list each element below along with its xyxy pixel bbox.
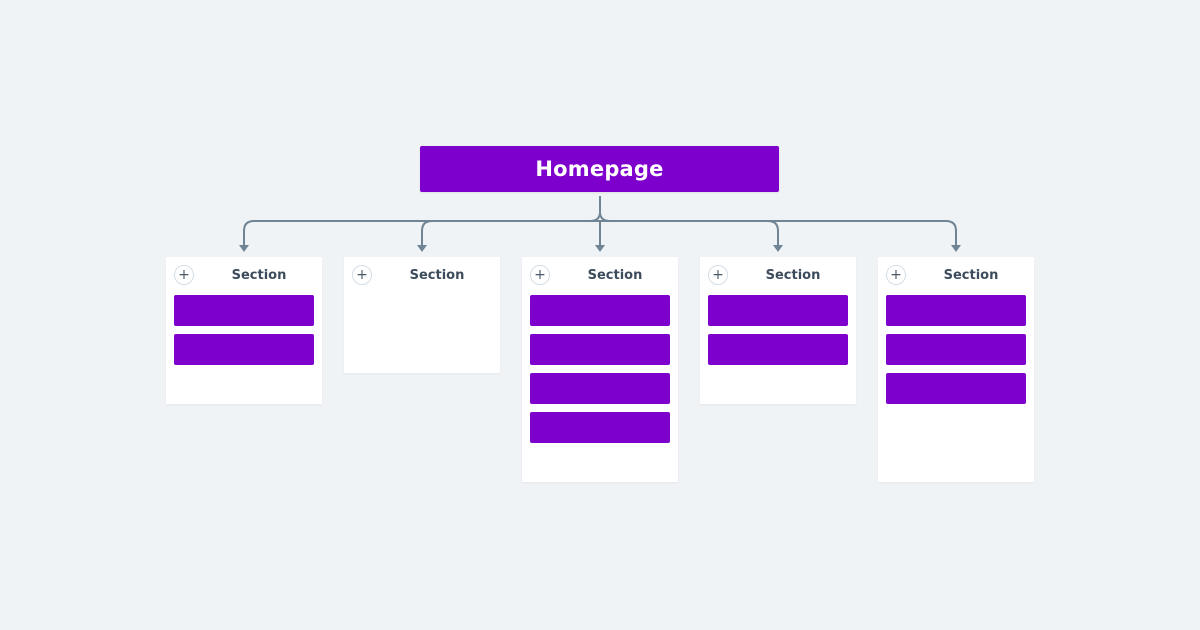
page-card[interactable] [174, 295, 314, 326]
empty-space [344, 295, 500, 373]
plus-icon: + [356, 267, 368, 283]
section-column: + Section [344, 257, 500, 373]
add-page-button[interactable]: + [708, 265, 728, 285]
arrowhead [595, 245, 605, 252]
arrowhead [773, 245, 783, 252]
plus-icon: + [712, 267, 724, 283]
page-card[interactable] [530, 295, 670, 326]
section-header: + Section [166, 257, 322, 295]
arrowhead [417, 245, 427, 252]
add-page-button[interactable]: + [352, 265, 372, 285]
section-column: + Section [522, 257, 678, 482]
arrowhead [239, 245, 249, 252]
section-header: + Section [522, 257, 678, 295]
arrowhead [951, 245, 961, 252]
page-card[interactable] [886, 373, 1026, 404]
page-card[interactable] [708, 334, 848, 365]
homepage-node[interactable]: Homepage [420, 146, 779, 192]
section-title[interactable]: Section [943, 268, 999, 283]
page-card[interactable] [708, 295, 848, 326]
add-page-button[interactable]: + [886, 265, 906, 285]
plus-icon: + [534, 267, 546, 283]
section-title[interactable]: Section [587, 268, 643, 283]
empty-space [166, 373, 322, 404]
section-header: + Section [700, 257, 856, 295]
plus-icon: + [890, 267, 902, 283]
section-title[interactable]: Section [231, 268, 287, 283]
section-column: + Section [878, 257, 1034, 482]
section-column: + Section [166, 257, 322, 404]
empty-space [522, 451, 678, 482]
page-card[interactable] [886, 295, 1026, 326]
empty-space [878, 412, 1034, 482]
page-card[interactable] [174, 334, 314, 365]
connector-path [243, 196, 957, 247]
add-page-button[interactable]: + [530, 265, 550, 285]
section-header: + Section [344, 257, 500, 295]
section-column: + Section [700, 257, 856, 404]
page-card[interactable] [530, 334, 670, 365]
page-card[interactable] [530, 373, 670, 404]
page-card[interactable] [530, 412, 670, 443]
page-card[interactable] [886, 334, 1026, 365]
empty-space [700, 373, 856, 404]
section-header: + Section [878, 257, 1034, 295]
plus-icon: + [178, 267, 190, 283]
section-title[interactable]: Section [409, 268, 465, 283]
add-page-button[interactable]: + [174, 265, 194, 285]
section-title[interactable]: Section [765, 268, 821, 283]
